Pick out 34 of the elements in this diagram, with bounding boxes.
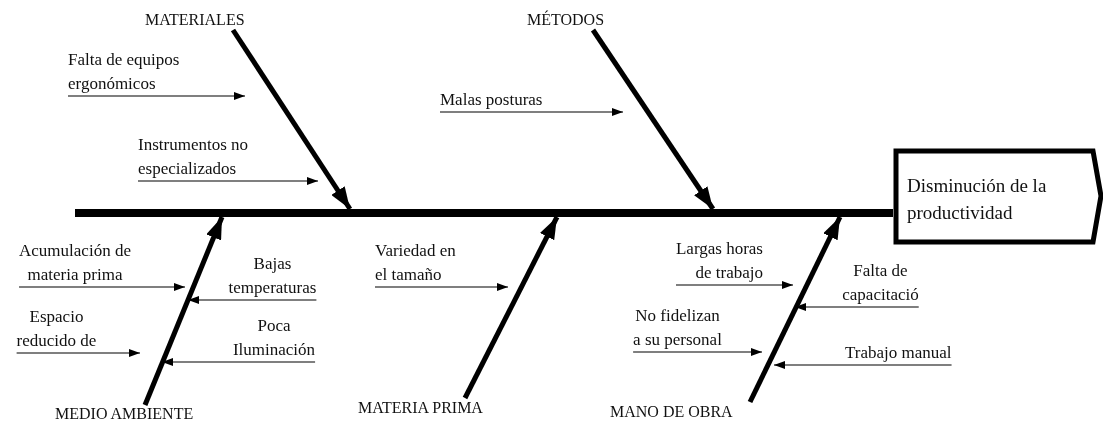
cause-label: Largas horas de trabajo <box>663 237 763 285</box>
cause-label: Poca Iluminación <box>225 314 323 362</box>
bone-arrow <box>590 28 716 211</box>
cause-label: Falta de capacitació <box>828 259 933 307</box>
arrow <box>439 108 624 116</box>
spine-bar <box>75 209 893 217</box>
cause-label: Trabajo manual <box>845 341 965 365</box>
bone-arrow <box>747 215 843 404</box>
category-label: MÉTODOS <box>527 10 605 30</box>
bone-arrow <box>462 215 560 400</box>
cause-label: Bajas temperaturas <box>220 252 325 300</box>
bone-arrow <box>142 216 225 406</box>
arrow <box>67 92 246 100</box>
cause-label: Malas posturas <box>440 88 580 112</box>
arrow <box>18 283 186 291</box>
cause-label: Acumulación de materia prima <box>10 239 140 287</box>
cause-label: Espacio reducido de <box>8 305 105 353</box>
arrow <box>374 283 509 291</box>
arrow <box>137 177 319 185</box>
arrow <box>632 348 763 356</box>
category-label: MANO DE OBRA <box>610 402 733 422</box>
arrow <box>675 281 794 289</box>
arrow <box>187 296 317 304</box>
category-label: MATERIALES <box>145 10 245 30</box>
effect-box: Disminución de la productividad <box>893 148 1103 245</box>
cause-label: Variedad en el tamaño <box>375 239 470 287</box>
arrow <box>16 349 141 357</box>
cause-label: No fidelizan a su personal <box>630 304 725 352</box>
category-label: MATERIA PRIMA <box>358 398 483 418</box>
arrow <box>773 361 953 369</box>
cause-label: Instrumentos no especializados <box>138 133 288 181</box>
cause-label: Falta de equipos ergonómicos <box>68 48 218 96</box>
category-label: MEDIO AMBIENTE <box>55 405 194 423</box>
bone-arrow <box>230 28 353 211</box>
